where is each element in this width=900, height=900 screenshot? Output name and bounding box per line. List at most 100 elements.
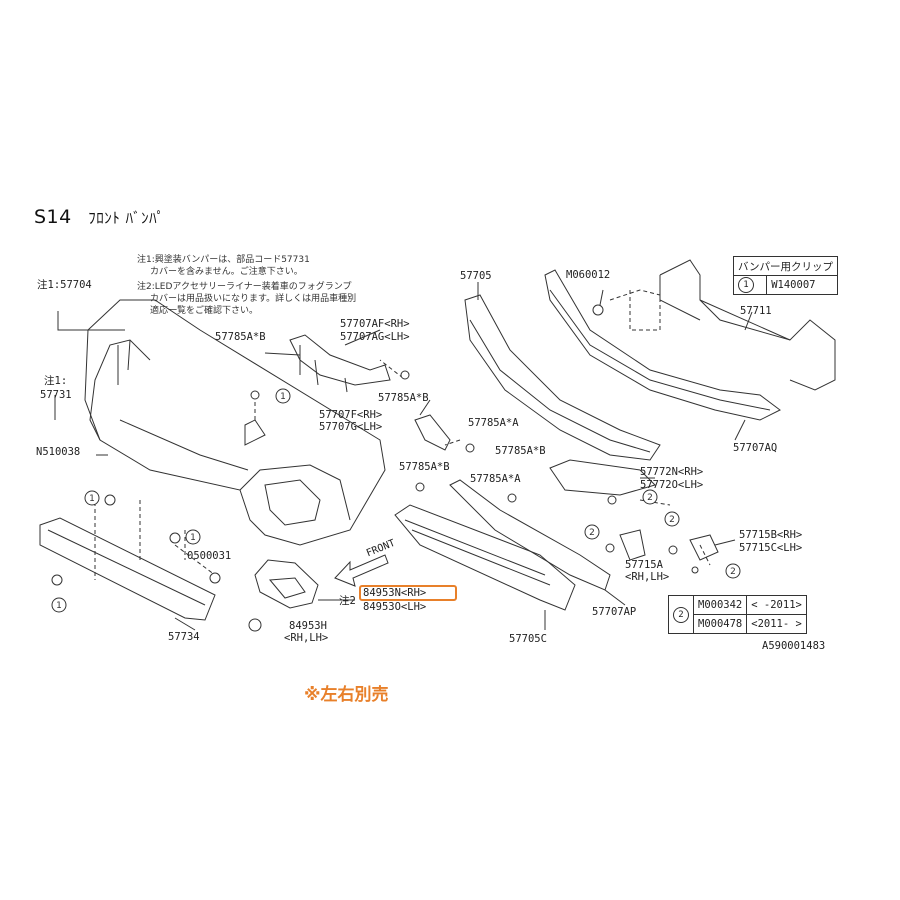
svg-text:1: 1: [56, 601, 62, 611]
part-label: 57785A*A: [470, 473, 521, 485]
callout-2-icon: 2: [673, 606, 689, 623]
svg-text:2: 2: [647, 493, 653, 503]
absorber-shape: [464, 294, 661, 461]
part-label: 57707AQ: [733, 442, 778, 454]
part-label-highlighted: 84953N<RH>: [363, 587, 427, 599]
part-label: 57705C: [509, 633, 547, 645]
legend-period-cell: < -2011>: [746, 595, 807, 615]
part-label: 57715B<RH>: [739, 529, 803, 541]
callout-1-icon: [84, 490, 100, 506]
clip-715b-shape: [689, 534, 719, 561]
part-label: 注1:: [44, 375, 68, 387]
diagram-id: A590001483: [762, 640, 826, 652]
part-label: 0500031: [187, 550, 232, 562]
part-label: 57705: [460, 270, 492, 282]
fastener-icon: [607, 495, 617, 505]
side-note: ※左右別売: [304, 685, 389, 705]
callout-1-icon: [185, 529, 201, 545]
bumper-cover-shape: [84, 299, 386, 546]
part-label: <RH,LH>: [625, 571, 670, 583]
svg-text:2: 2: [589, 528, 595, 538]
fastener-icon: [691, 566, 699, 574]
part-label: 57707AP: [592, 606, 637, 618]
legend-part-cell: M000478: [692, 614, 748, 634]
part-label: M060012: [566, 269, 611, 281]
lower-grille-shape: [394, 504, 576, 611]
bracket-af-shape: [289, 334, 391, 386]
highlight-box: [359, 585, 457, 601]
note-line: 適応一覧をご確認下さい。: [150, 306, 259, 316]
fastener-icon: [668, 545, 678, 555]
callout-1-icon: 1: [738, 277, 754, 293]
clip-table-header: バンパー用クリップ: [732, 256, 839, 276]
fastener-icon: [248, 618, 262, 632]
reinforcement-shape: [544, 269, 781, 421]
note-line: 注1:興塗装バンパーは、部品コード57731: [137, 255, 310, 265]
section-code: S14: [34, 206, 72, 228]
svg-text:1: 1: [280, 392, 286, 402]
svg-text:1: 1: [89, 494, 95, 504]
part-label: 57707AF<RH>: [340, 318, 410, 330]
callout-2-icon: [664, 511, 680, 527]
section-name: ﾌﾛﾝﾄ ﾊﾞﾝﾊﾟ: [88, 209, 165, 227]
fastener-icon: [465, 443, 475, 453]
legend-period-cell: <2011- >: [746, 614, 807, 634]
fastener-icon: [592, 304, 604, 316]
part-label: 57772N<RH>: [640, 466, 704, 478]
legend-part-cell: M000342: [692, 595, 748, 615]
callout-2-icon: [584, 524, 600, 540]
part-label: 57715C<LH>: [739, 542, 803, 554]
note-line: カバーを含みません。ご注意下さい。: [150, 267, 303, 277]
part-label: 57785A*B: [215, 331, 266, 343]
part-label: 57734: [168, 631, 200, 643]
bracket-772-shape: [549, 459, 656, 496]
callout-1-icon: [275, 388, 291, 404]
part-label: 84953O<LH>: [363, 601, 427, 613]
fog-cover-shape: [254, 559, 319, 609]
part-label: 57707G<LH>: [319, 421, 383, 433]
note-ref-label: 注2: [339, 595, 356, 607]
svg-text:1: 1: [190, 533, 196, 543]
fastener-icon: [415, 482, 425, 492]
part-label: 57785A*A: [468, 417, 519, 429]
clip-part-cell: W140007: [766, 275, 839, 295]
fastener-icon: [507, 493, 517, 503]
page-title: S14 ﾌﾛﾝﾄ ﾊﾞﾝﾊﾟ: [34, 206, 165, 228]
legend-table: 2 M000342 < -2011> M000478 <2011- >: [668, 595, 807, 634]
callout-2-icon: [642, 489, 658, 505]
fastener-icon: [169, 532, 181, 544]
svg-text:2: 2: [730, 567, 736, 577]
part-label: 84953H: [289, 620, 327, 632]
part-label: N510038: [36, 446, 81, 458]
svg-text:2: 2: [669, 515, 675, 525]
part-label: 57711: [740, 305, 772, 317]
fastener-icon: [400, 370, 410, 380]
fastener-icon: [209, 572, 221, 584]
clip-715a-shape: [619, 529, 646, 561]
lower-strip-shape: [39, 517, 216, 621]
fastener-icon: [605, 543, 615, 553]
part-label: 57707F<RH>: [319, 409, 383, 421]
callout-1-icon: [51, 597, 67, 613]
part-label: 57785A*B: [399, 461, 450, 473]
part-label: 57785A*B: [495, 445, 546, 457]
note-line: カバーは用品扱いになります。詳しくは用品車種別: [150, 294, 357, 304]
clip-table: バンパー用クリップ 1 W140007: [732, 256, 839, 295]
note-line: 注2:LEDアクセサリーライナー装着車のフォグランプ: [137, 282, 352, 292]
front-arrow-icon: [334, 554, 389, 587]
part-label: 57707AG<LH>: [340, 331, 410, 343]
legend-ref-cell: 2: [668, 595, 694, 634]
part-label: <RH,LH>: [284, 632, 329, 644]
part-label: 57772O<LH>: [640, 479, 704, 491]
bracket-f-shape: [414, 414, 451, 451]
part-label: 57731: [40, 389, 72, 401]
part-label: 注1:57704: [37, 279, 92, 291]
clip-ref-cell: 1: [732, 275, 768, 295]
callout-2-icon: [725, 563, 741, 579]
part-label: 57715A: [625, 559, 663, 571]
fastener-icon: [51, 574, 63, 586]
fastener-icon: [250, 390, 260, 400]
bracket-ap-shape: [449, 479, 611, 591]
part-label: 57785A*B: [378, 392, 429, 404]
